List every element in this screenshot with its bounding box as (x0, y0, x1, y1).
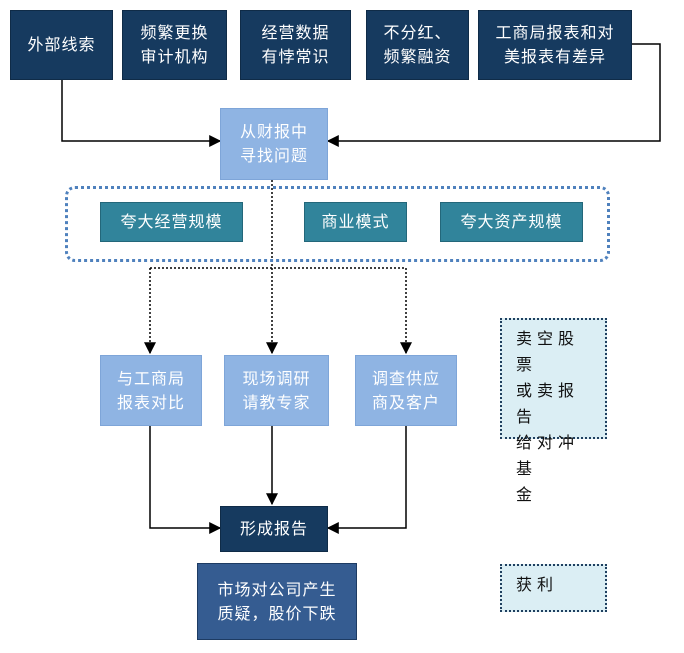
investigation-supplier-survey-label: 调查供应 商及客户 (371, 368, 440, 412)
source-report-discrepancy: 工商局报表和对 美报表有差异 (478, 10, 632, 80)
outcome-box: 市场对公司产生 质疑，股价下跌 (197, 563, 357, 640)
source-report-discrepancy-label: 工商局报表和对 美报表有差异 (495, 23, 615, 66)
side-note-short-selling-label: 卖空股票 或卖报告 给对冲基 金 (516, 329, 580, 504)
investigation-registry-compare-label: 与工商局 报表对比 (116, 368, 185, 412)
investigation-supplier-survey: 调查供应 商及客户 (355, 355, 457, 426)
arrow-supplier-to-report (326, 426, 407, 534)
issue-business-model: 商业模式 (304, 202, 407, 242)
analysis-label: 从财报中 寻找问题 (239, 122, 308, 165)
investigation-field-research: 现场调研 请教专家 (224, 355, 329, 426)
source-no-dividends: 不分红、 频繁融资 (366, 10, 469, 80)
report-box: 形成报告 (220, 506, 328, 552)
source-no-dividends-label: 不分红、 频繁融资 (383, 23, 452, 66)
issue-exaggerated-assets: 夸大资产规模 (440, 202, 583, 242)
report-label: 形成报告 (239, 519, 308, 538)
side-note-profit-label: 获利 (516, 575, 559, 594)
source-external-clues: 外部线索 (10, 10, 113, 80)
source-external-clues-label: 外部线索 (27, 35, 96, 54)
source-auditor-changes: 频繁更换 审计机构 (122, 10, 227, 80)
issues-group (65, 186, 610, 262)
outcome-label: 市场对公司产生 质疑，股价下跌 (217, 579, 337, 623)
analysis-box: 从财报中 寻找问题 (220, 108, 328, 180)
investigation-field-research-label: 现场调研 请教专家 (242, 368, 311, 412)
issue-business-model-label: 商业模式 (321, 212, 390, 231)
arrow-right-source-to-analysis (326, 43, 661, 147)
issue-exaggerated-operations: 夸大经营规模 (100, 202, 243, 242)
issue-exaggerated-assets-label: 夸大资产规模 (460, 212, 563, 231)
arrow-registry-to-report (149, 426, 222, 534)
issue-exaggerated-operations-label: 夸大经营规模 (120, 212, 223, 231)
arrow-left-source-to-analysis (61, 80, 222, 147)
side-note-short-selling: 卖空股票 或卖报告 给对冲基 金 (500, 318, 607, 504)
side-note-profit: 获利 (500, 564, 607, 612)
source-operating-data-label: 经营数据 有悖常识 (261, 23, 330, 66)
source-auditor-changes-label: 频繁更换 审计机构 (140, 23, 209, 66)
investigation-registry-compare: 与工商局 报表对比 (100, 355, 202, 426)
source-operating-data: 经营数据 有悖常识 (240, 10, 351, 80)
